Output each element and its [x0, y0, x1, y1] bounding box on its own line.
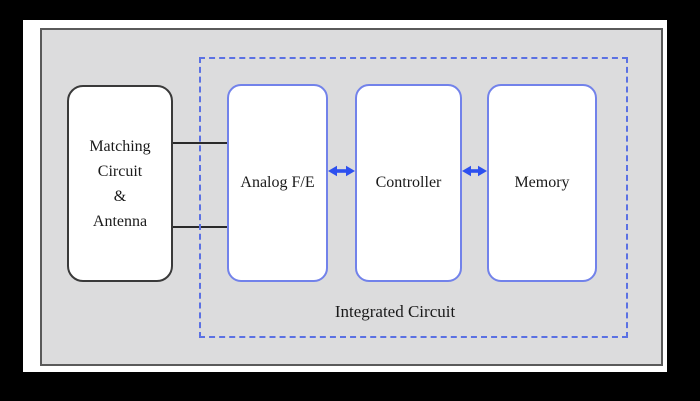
block-controller: Controller [355, 84, 462, 282]
block-label: Controller [375, 174, 442, 191]
antenna-label-line: Antenna [92, 212, 148, 230]
integrated-circuit-label: Integrated Circuit [334, 302, 456, 321]
integrated-circuit-boundary [199, 57, 628, 338]
antenna-label-line: Matching [89, 137, 151, 155]
block-analog-fe: Analog F/E [227, 84, 328, 282]
bidirectional-arrow-icon [462, 164, 487, 178]
block-memory: Memory [487, 84, 597, 282]
block-matching-circuit-antenna: Matching Circuit & Antenna [67, 85, 173, 282]
bidirectional-arrow-icon [328, 164, 355, 178]
antenna-label-line: & [113, 187, 127, 205]
block-label: Analog F/E [240, 174, 315, 191]
antenna-label-line: Circuit [97, 162, 143, 180]
block-label: Memory [514, 174, 570, 191]
